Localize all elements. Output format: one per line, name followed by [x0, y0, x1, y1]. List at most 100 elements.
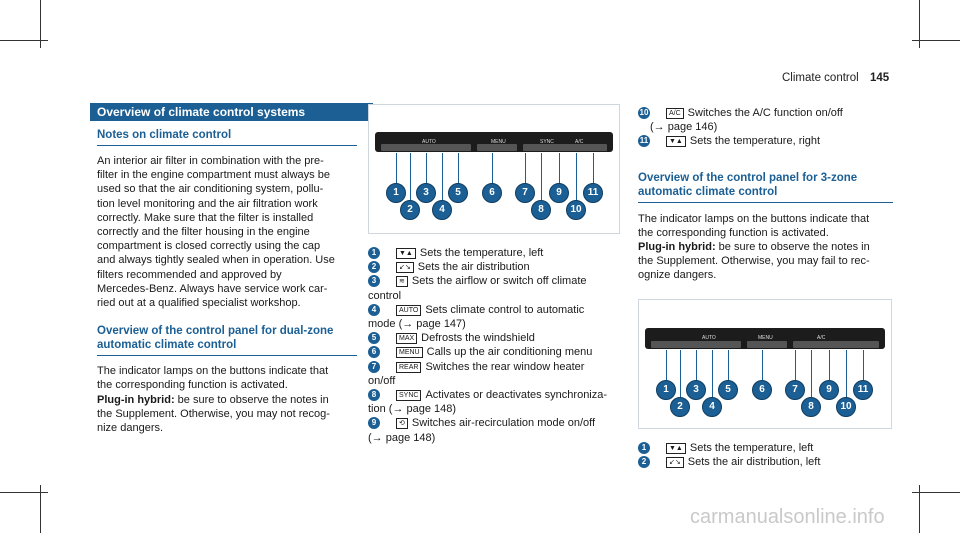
temperature-icon: ▼▲	[666, 136, 686, 148]
crop-mark	[40, 485, 41, 533]
panel-button	[523, 144, 607, 151]
air-distribution-icon: ↙↘	[396, 262, 414, 274]
legend-number: 4	[368, 303, 380, 316]
leader-line	[492, 153, 493, 189]
text-line: and always tightly sealed when in operat…	[97, 254, 335, 267]
sync-icon: SYNC	[396, 390, 422, 402]
callout-badge: 1	[656, 379, 676, 400]
leader-line	[458, 153, 459, 189]
legend-text: Sets climate control to automatic	[425, 303, 585, 316]
leader-line	[762, 349, 763, 386]
text-line: correctly and the filter housing in the …	[97, 226, 310, 239]
tri-zone-panel-figure: AUTO MENU A/C 1 2 3 4 5 6 7 8 9 10 11	[638, 298, 892, 429]
leader-line	[442, 153, 443, 203]
legend-number: 8	[368, 389, 380, 402]
callout-badge: 10	[836, 396, 856, 417]
control-panel-image: AUTO MENU A/C	[645, 327, 885, 349]
legend-text: Sets the air distribution, left	[687, 455, 821, 468]
text-line: filters recommended and approved by	[97, 268, 282, 281]
leader-line	[829, 349, 830, 386]
heading-line: Overview of the control panel for dual-z…	[97, 325, 334, 338]
legend-number: 7	[368, 360, 380, 373]
defrost-icon: MAX	[396, 333, 418, 345]
legend-text: (→ page 146)	[650, 121, 718, 134]
legend-text: Activates or deactivates synchroniza-	[425, 389, 608, 402]
legend-item: 2 ↙↘Sets the air distribution	[368, 260, 620, 274]
tri-zone-heading: Overview of the control panel for 3-zone…	[638, 171, 893, 203]
airflow-icon: ≋	[396, 276, 408, 288]
leader-line	[593, 153, 594, 189]
legend-item: 1 ▼▲Sets the temperature, left	[638, 441, 893, 455]
indicator-paragraph: The indicator lamps on the buttons indic…	[97, 364, 357, 392]
legend-number: 6	[368, 346, 380, 359]
legend-list: 1 ▼▲Sets the temperature, left 2 ↙↘Sets …	[368, 246, 620, 445]
rear-defrost-icon: REAR	[396, 361, 422, 373]
legend-text: tion (→ page 148)	[368, 403, 457, 416]
running-header: Climate control	[782, 72, 859, 84]
panel-button	[793, 340, 879, 348]
legend-text: Switches the rear window heater	[425, 360, 585, 373]
legend-list: 1 ▼▲Sets the temperature, left 2 ↙↘Sets …	[638, 441, 893, 469]
leader-line	[525, 153, 526, 189]
menu-icon: MENU	[396, 347, 423, 359]
leader-line	[680, 349, 681, 400]
ac-icon: A/C	[666, 108, 684, 119]
text-line: ognize dangers.	[638, 269, 717, 282]
callout-badge: 5	[718, 379, 738, 400]
crop-mark	[919, 485, 920, 533]
text-line: The indicator lamps on the buttons indic…	[638, 212, 870, 225]
leader-line	[712, 349, 713, 400]
temperature-icon: ▼▲	[396, 248, 416, 259]
leader-line	[795, 349, 796, 386]
legend-text: Defrosts the windshield	[421, 332, 535, 345]
plugin-label: Plug-in hybrid:	[638, 241, 716, 254]
panel-label: MENU	[491, 139, 506, 145]
text-line: the corresponding function is activated.	[638, 226, 829, 239]
callout-badge: 7	[785, 379, 805, 400]
control-panel-image: AUTO MENU SYNC A/C	[375, 132, 613, 152]
callout-badge: 10	[566, 200, 586, 220]
text-line: be sure to observe the notes in	[174, 393, 329, 406]
text-line: The indicator lamps on the buttons indic…	[97, 365, 329, 378]
text-line: the Supplement. Otherwise, you may fail …	[638, 255, 870, 268]
recirculation-icon: ⟲	[396, 418, 408, 430]
heading-line: Overview of the control panel for 3-zone	[638, 171, 858, 184]
text-line: ried out at a qualified specialist works…	[97, 297, 301, 310]
panel-button	[381, 144, 471, 151]
page-number: 145	[870, 72, 890, 84]
crop-mark	[0, 492, 48, 493]
notes-heading: Notes on climate control	[97, 128, 357, 146]
leader-line	[666, 349, 667, 386]
section-title: Overview of climate control systems	[90, 103, 373, 121]
leader-line	[696, 349, 697, 386]
leader-line	[846, 349, 847, 400]
plugin-label: Plug-in hybrid:	[97, 393, 175, 406]
crop-mark	[919, 0, 920, 48]
plugin-paragraph: Plug-in hybrid: be sure to observe the n…	[638, 240, 893, 283]
callout-badge: 2	[670, 396, 690, 417]
legend-item: 2 ↙↘Sets the air distribution, left	[638, 455, 893, 469]
legend-text: control	[368, 289, 402, 302]
legend-text: on/off	[368, 374, 396, 387]
legend-text: (→ page 148)	[368, 431, 436, 444]
legend-number: 5	[368, 332, 380, 345]
left-column: Overview of climate control systems Note…	[90, 103, 373, 435]
leader-line	[559, 153, 560, 189]
callout-badge: 4	[702, 396, 722, 417]
callout-badge: 7	[515, 183, 535, 203]
legend-text: Sets the air distribution	[417, 261, 530, 274]
heading-line: automatic climate control	[638, 185, 893, 203]
dual-zone-panel-figure: AUTO MENU SYNC A/C 1 2 3 4 5 6 7 8 9 10 …	[368, 104, 620, 234]
callout-badge: 2	[400, 200, 420, 220]
callout-badge: 11	[853, 379, 873, 400]
panel-label: A/C	[575, 139, 584, 145]
panel-button	[747, 340, 787, 348]
legend-number: 1	[638, 441, 650, 454]
legend-text: Sets the temperature, right	[689, 135, 821, 148]
legend-number: 1	[368, 247, 380, 259]
legend-text: Switches the A/C function on/off	[687, 107, 843, 119]
callout-badge: 5	[448, 183, 468, 203]
